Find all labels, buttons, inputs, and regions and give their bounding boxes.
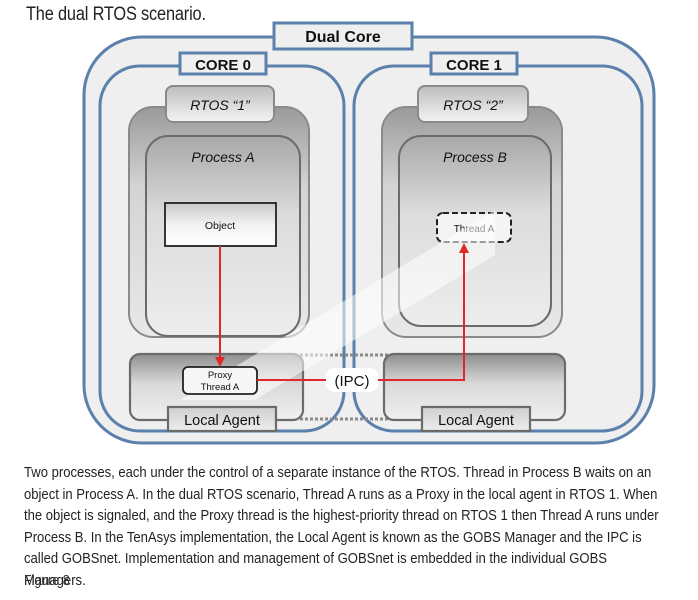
core-1-label: CORE 1 <box>446 57 502 74</box>
core-0-label: CORE 0 <box>195 57 251 74</box>
core-1-label-tab <box>429 51 519 76</box>
dual-core-label: Dual Core <box>305 29 381 46</box>
rtos-2-label-tab <box>417 85 529 123</box>
caption-text: Two processes, each under the control of… <box>24 464 659 589</box>
process-b-label: Process B <box>443 149 507 165</box>
figure-title: The dual RTOS scenario. <box>26 4 206 25</box>
object-box <box>164 202 277 247</box>
figure-number: Figure 8 <box>24 573 70 589</box>
local-agent-0-tab <box>166 405 278 433</box>
object-label: Object <box>205 220 235 232</box>
rtos-1-label-tab <box>165 85 275 123</box>
local-agent-1-label: Local Agent <box>438 413 514 429</box>
process-a-label: Process A <box>191 149 254 165</box>
rtos-2-label: RTOS “2” <box>443 97 504 113</box>
proxy-thread-label-line-2: Thread A <box>201 382 240 393</box>
local-agent-1-tab <box>420 405 532 433</box>
core-0-label-tab <box>178 51 268 76</box>
figure-caption: Two processes, each under the control of… <box>24 462 660 592</box>
dual-rtos-diagram: Dual Core CORE 0 CORE 1 RTOS “1” Process… <box>82 21 656 445</box>
migration-band <box>180 210 495 400</box>
ipc-to-thread-arrow <box>378 243 469 381</box>
local-agent-0-label: Local Agent <box>184 413 260 429</box>
proxy-thread-label-line-1: Proxy <box>208 370 233 381</box>
ipc-label: (IPC) <box>335 373 370 390</box>
rtos-1-label: RTOS “1” <box>190 97 251 113</box>
dual-core-label-tab <box>272 21 414 51</box>
